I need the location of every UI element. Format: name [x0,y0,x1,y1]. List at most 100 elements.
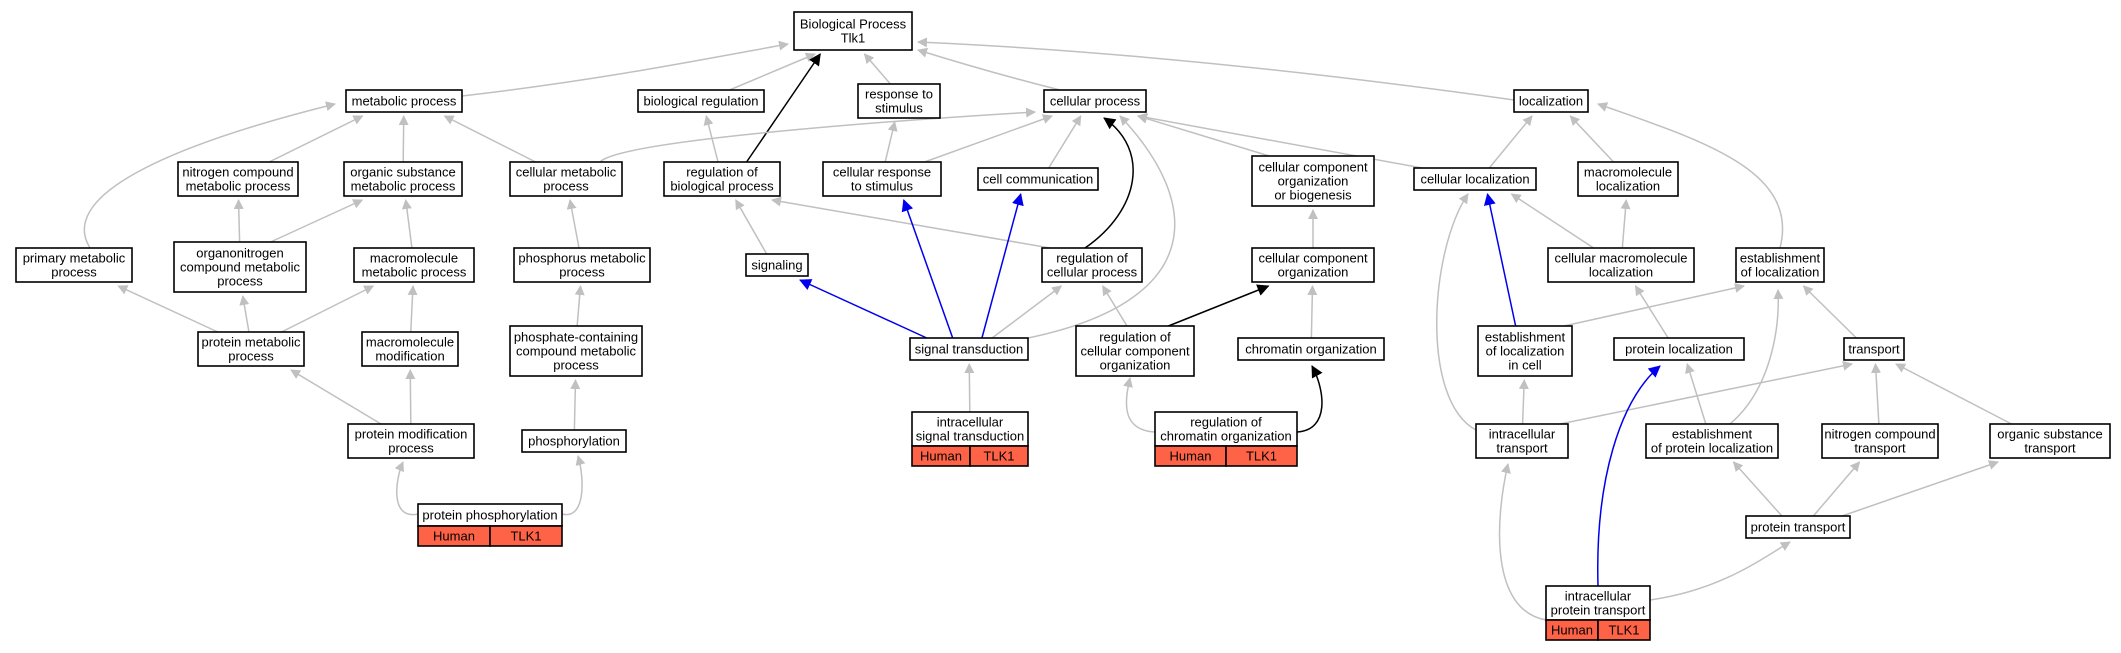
edge-estcell-to-estloc [1563,283,1745,327]
go-term-label: establishment [1672,427,1753,442]
go-term-box [1735,247,1825,283]
go-term-box [509,325,643,377]
go-term-label: organization [1278,265,1349,280]
edge-sigtrans-to-cellresp [901,199,954,339]
go-term-label: process [51,265,97,280]
go-term-node-prottrans[interactable]: protein transport [1745,515,1851,539]
edge-sigtrans-to-signaling [799,279,928,339]
go-term-box [513,247,651,283]
go-term-label: localization [1596,179,1660,194]
go-term-label: signal transduction [915,342,1023,357]
go-term-box [361,331,459,367]
go-term-label: primary metabolic [23,251,126,266]
go-term-label: protein phosphorylation [422,508,557,523]
go-term-node-phosphorylation[interactable]: phosphorylation [521,429,627,453]
edge-regcco-to-cco [1168,284,1270,327]
edge-cellloc-to-localization [1488,115,1533,169]
go-term-label: cellular component [1080,344,1190,359]
go-term-label: intracellular [1489,427,1556,442]
go-term-label: localization [1589,265,1653,280]
edge-chromorg-to-cco [1307,285,1318,339]
go-term-label: biological regulation [644,94,759,109]
go-term-node-localization[interactable]: localization [1513,89,1589,113]
go-term-label: cellular localization [1420,172,1529,187]
go-term-box [909,337,1029,361]
go-term-label: organization [1278,174,1349,189]
species-label: Human [1551,623,1593,638]
edge-estloc-to-localization [1597,102,1784,249]
go-term-label: metabolic process [352,94,457,109]
go-term-box [1251,155,1375,207]
edge-cellresp-to-cellproc [924,114,1053,163]
edge-primary-to-metabolic [83,101,336,249]
go-term-label: compound metabolic [180,260,300,275]
gene-cell [1597,619,1651,641]
edge-organic-to-metabolic [398,115,409,163]
go-term-box [1413,167,1537,191]
go-term-label: process [217,274,263,289]
edge-cellmet-to-cellproc [599,107,1036,163]
edge-signaling-to-regbio [735,199,768,255]
go-term-label: stimulus [875,101,923,116]
go-term-node-signaling[interactable]: signaling [745,253,809,277]
go-term-node-sigtrans[interactable]: signal transduction [909,337,1029,361]
go-term-label: intracellular [937,415,1004,430]
go-term-label: metabolic process [362,265,467,280]
edge-estcell-to-cellloc [1483,193,1517,327]
gene-label: TLK1 [1246,449,1277,464]
go-term-box [1821,423,1939,459]
go-term-box [857,83,941,119]
go-term-node-cellloc[interactable]: cellular localization [1413,167,1537,191]
go-term-node-cellcomm[interactable]: cell communication [977,167,1099,191]
go-term-node-transport[interactable]: transport [1843,337,1905,361]
go-term-box [1745,515,1851,539]
go-term-label: cellular response [833,165,931,180]
go-term-box [822,161,942,197]
go-term-label: process [553,358,599,373]
go-term-node-cellproc[interactable]: cellular process [1043,89,1147,113]
go-term-label: protein modification [355,427,468,442]
go-term-node-chromorg[interactable]: chromatin organization [1237,337,1385,361]
go-term-box [911,411,1029,447]
go-term-node-metabolic[interactable]: metabolic process [345,89,463,113]
edge-estprotloc-to-protloc [1685,363,1707,425]
go-term-label: nitrogen compound [1824,427,1935,442]
edge-cellcomm-to-cellproc [1048,115,1082,169]
edge-phosmet-to-cellmet [566,199,580,249]
edge-prottrans-to-nitrotrans [1812,461,1861,517]
go-term-node-protloc[interactable]: protein localization [1613,337,1745,361]
go-term-label: Tlk1 [841,31,866,46]
go-term-node-bioreg[interactable]: biological regulation [637,89,765,113]
